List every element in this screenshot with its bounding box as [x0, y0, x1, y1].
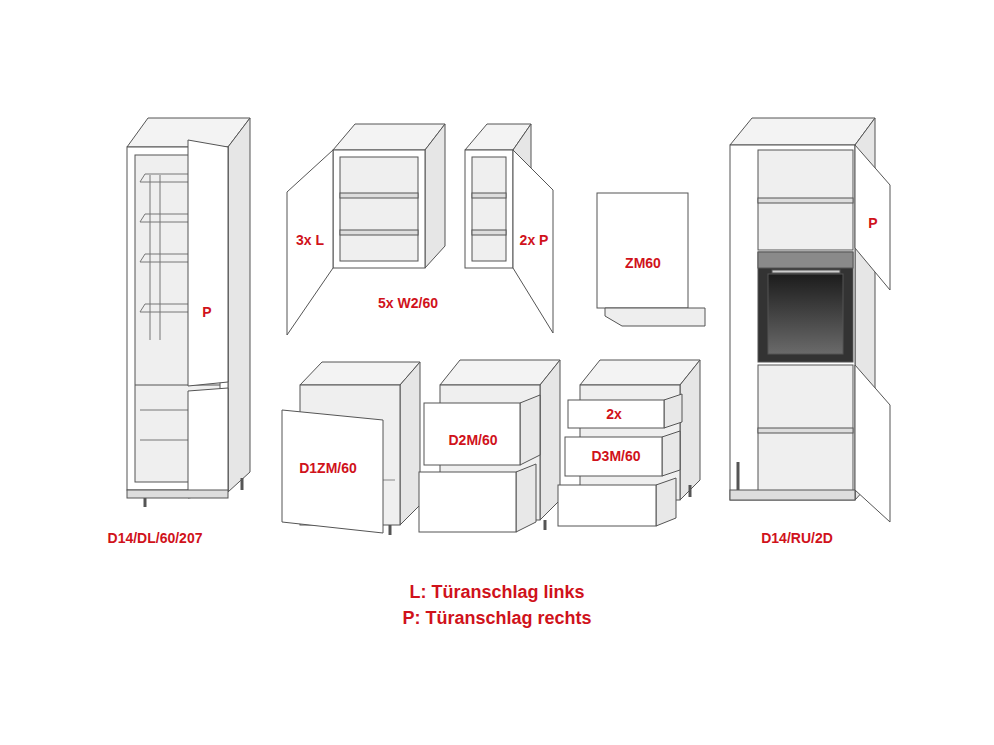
cabinet-code: 5x W2/60: [378, 295, 438, 311]
part-code: D2M/60: [448, 432, 497, 448]
drawer-front: D2M/60: [429, 422, 517, 458]
part-code: P: [202, 304, 211, 320]
door-panel: 3x L: [289, 225, 331, 255]
door-panel: P: [192, 296, 222, 328]
part-code: ZM60: [625, 255, 661, 271]
part-code: D3M/60: [591, 448, 640, 464]
drawer-front: 2x: [595, 403, 633, 425]
door-panel: 2x P: [514, 225, 554, 255]
part-code: P: [868, 215, 877, 231]
door-panel: P: [860, 208, 886, 238]
legend-note: P: Türanschlag rechts: [402, 608, 591, 629]
drawer-front: D3M/60: [570, 440, 662, 472]
part-code: D1ZM/60: [299, 460, 357, 476]
part-code: 3x L: [296, 232, 324, 248]
part-code: 2x P: [520, 232, 549, 248]
filler-panel: ZM60: [605, 245, 681, 281]
legend-note: L: Türanschlag links: [409, 582, 584, 603]
door-panel: D1ZM/60: [285, 450, 371, 486]
cabinet-code: D14/RU/2D: [761, 530, 833, 546]
cabinet-code: D14/DL/60/207: [108, 530, 203, 546]
part-code: 2x: [606, 406, 622, 422]
